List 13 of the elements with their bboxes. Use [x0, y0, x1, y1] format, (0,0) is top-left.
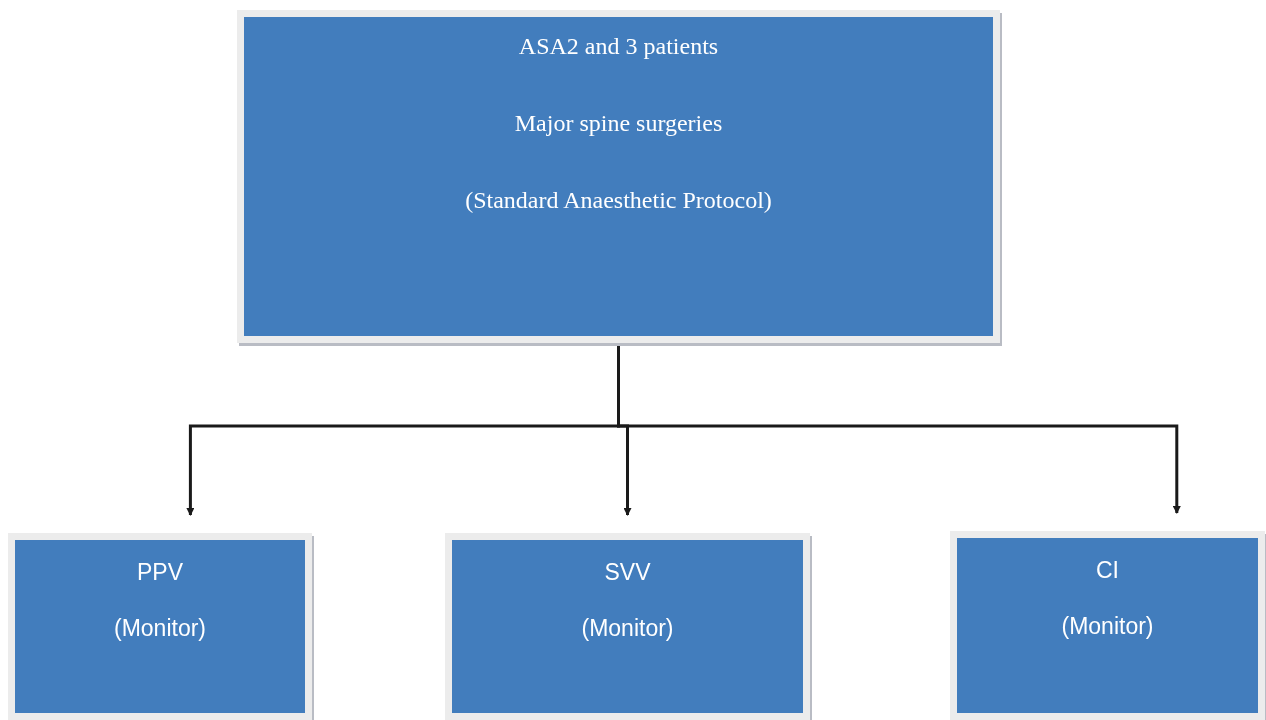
- box-text: (Standard Anaesthetic Protocol): [465, 186, 772, 216]
- process-box: [8, 533, 312, 720]
- box-text: (Monitor): [581, 613, 674, 643]
- box-text: SVV: [604, 558, 651, 587]
- process-box: [237, 10, 1000, 343]
- box-text: CI: [1096, 556, 1119, 585]
- box-text: (Monitor): [1061, 611, 1154, 641]
- box-text: Major spine surgeries: [514, 109, 723, 139]
- box-text: ASA2 and 3 patients: [518, 32, 719, 61]
- box-text: PPV: [137, 558, 183, 587]
- process-box: [445, 533, 810, 720]
- box-text: (Monitor): [114, 613, 206, 643]
- process-box: [950, 531, 1265, 720]
